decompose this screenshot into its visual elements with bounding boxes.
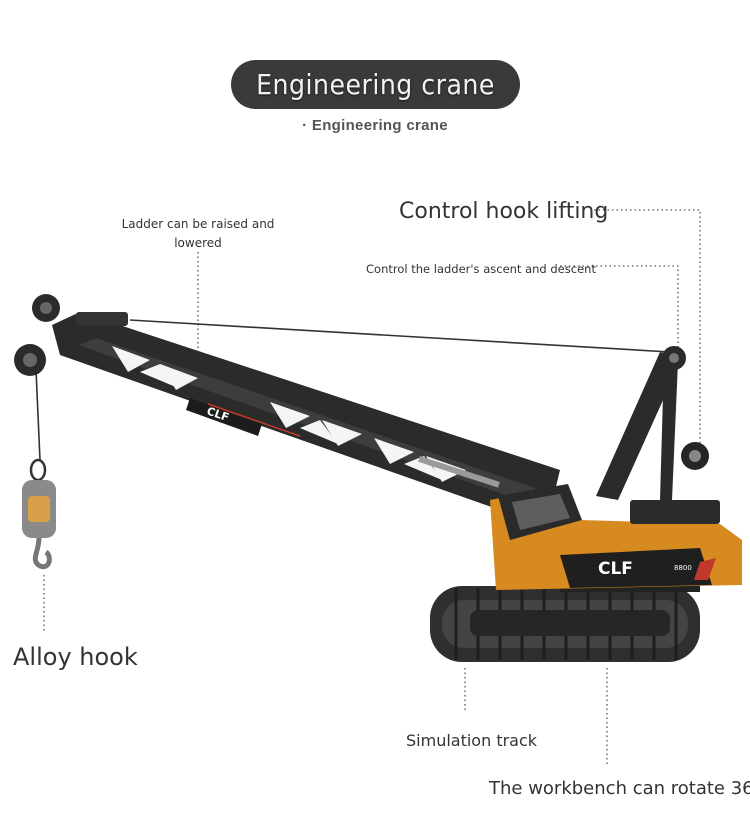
cab-brand-text: CLF: [598, 559, 633, 579]
crawler-track: [430, 586, 700, 662]
callout-simulation-track: Simulation track: [406, 731, 538, 750]
leader-ladder-control: [560, 265, 679, 350]
title-banner: Engineering crane: [231, 60, 520, 109]
callout-leader-lines: [43, 209, 701, 765]
cab-number-text: 8800: [674, 564, 692, 572]
boom-tip-pulleys: [14, 294, 128, 376]
callout-ladder-raise: Ladder can be raised and lowered: [121, 217, 275, 250]
callout-workbench-rotate: The workbench can rotate 360°: [489, 778, 750, 799]
callout-hook-lifting: Control hook lifting: [399, 199, 609, 224]
crane-mast: [596, 346, 709, 500]
callout-ladder-control: Control the ladder's ascent and descent: [366, 262, 596, 276]
alloy-hook-part: [22, 458, 56, 570]
page-title: Engineering crane: [256, 68, 495, 101]
crane-boom: CLF TRUCK: [52, 312, 560, 520]
callout-alloy-hook: Alloy hook: [13, 643, 138, 671]
crane-cab: CLF 8800: [490, 484, 742, 592]
page-subtitle: · Engineering crane: [302, 117, 448, 134]
